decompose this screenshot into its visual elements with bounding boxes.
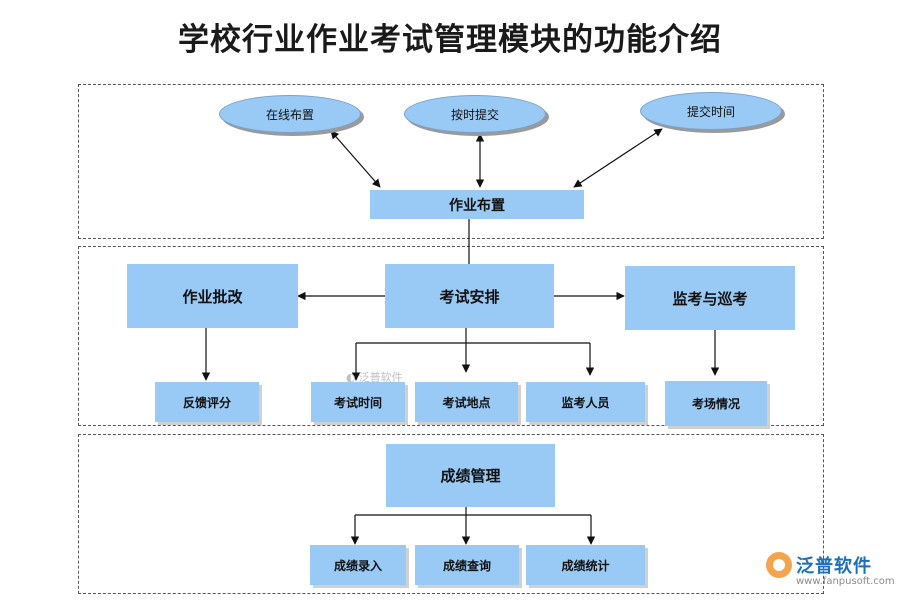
watermark-text: 泛普软件 [358,371,403,384]
node-proctor-patrol: 监考与巡考 [625,266,795,330]
node-exam-location: 考试地点 [415,382,518,422]
section-homework [78,84,824,239]
section-exam [78,246,824,426]
watermark-icon: ◐ [346,370,356,384]
node-grade-query: 成绩查询 [415,545,519,585]
node-homework-assign: 作业布置 [370,190,584,219]
node-online-assign: 在线布置 [219,95,361,133]
node-submit-on-time: 按时提交 [404,95,546,133]
section-grades [78,434,824,594]
brand-name: 泛普软件 [796,556,872,577]
edge-online-assign [330,130,381,188]
node-exam-time: 考试时间 [311,382,405,422]
brand-url: www.fanpusoft.com [796,576,895,587]
node-submit-time: 提交时间 [640,92,782,130]
node-grade-entry: 成绩录入 [310,545,406,585]
brand-logo: 泛普软件 www.fanpusoft.com [766,552,895,587]
page-title: 学校行业作业考试管理模块的功能介绍 [178,22,722,58]
watermark: ◐ 泛普软件 [346,369,403,385]
node-feedback-score: 反馈评分 [155,382,259,422]
node-exam-room-status: 考场情况 [665,381,767,426]
node-grade-management: 成绩管理 [386,444,555,507]
brand-logo-icon [766,552,792,578]
node-exam-arrange: 考试安排 [385,264,554,328]
node-grade-stats: 成绩统计 [526,545,645,585]
node-homework-grading: 作业批改 [127,264,298,328]
node-proctor-staff: 监考人员 [526,382,645,422]
edge-submit-time [573,128,663,188]
